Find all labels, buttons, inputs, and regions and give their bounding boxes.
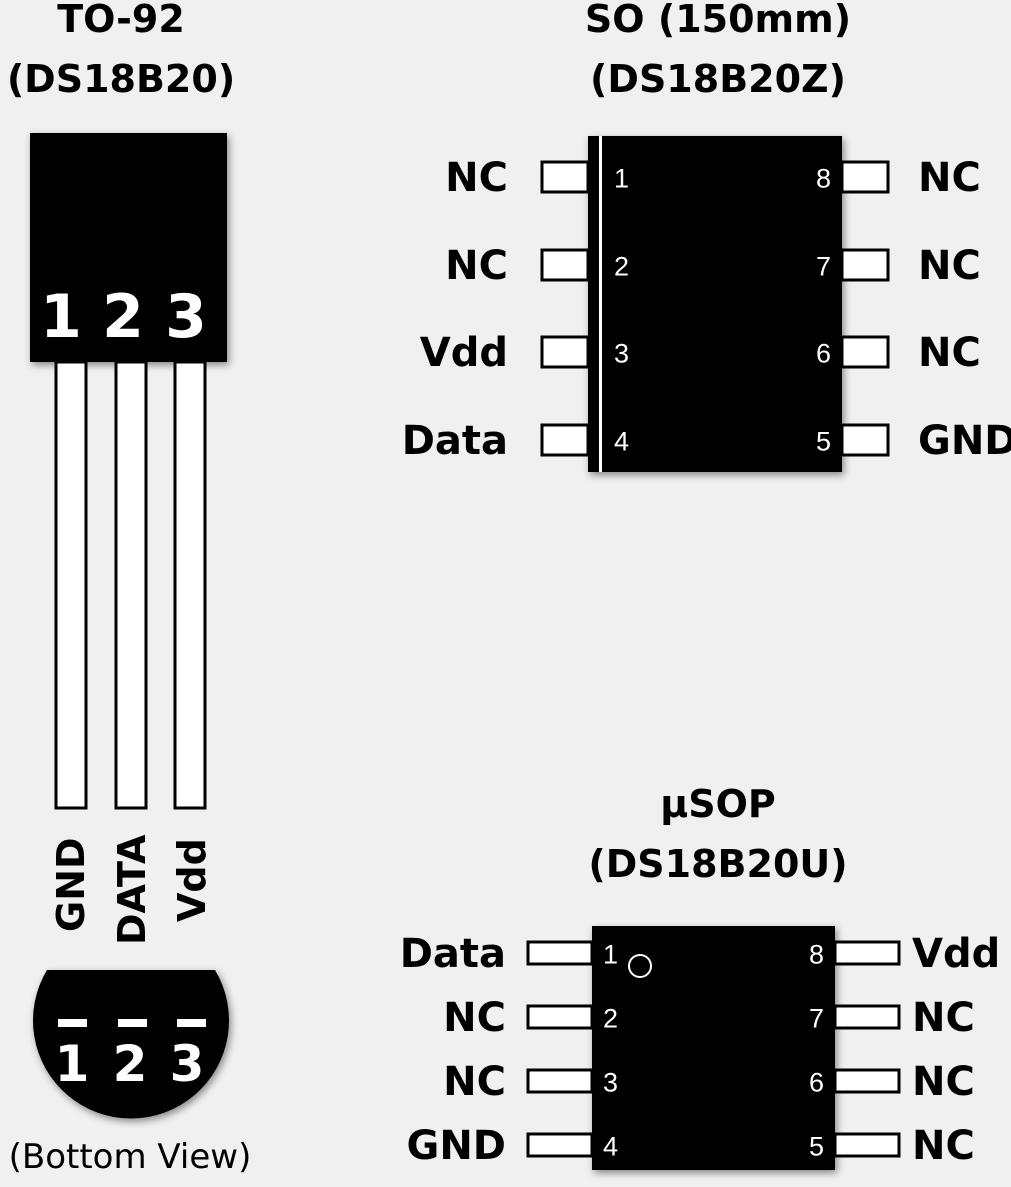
so-pin-label: NC [445, 243, 508, 289]
usop-pin-number: 7 [809, 1003, 824, 1033]
bottom-view-caption: (Bottom View) [9, 1137, 252, 1177]
usop-pin-label: Vdd [912, 931, 1000, 977]
so-pin [540, 423, 590, 457]
to92-pin-number: 3 [165, 282, 207, 352]
so-pin-number: 5 [816, 426, 831, 456]
to92-lead-2 [114, 360, 148, 810]
so-pin-label: Data [402, 418, 508, 464]
usop-pin-label: GND [406, 1123, 506, 1169]
usop-pin [833, 1132, 901, 1158]
so-pin-label: GND [918, 418, 1011, 464]
so-pin-number: 1 [614, 163, 629, 193]
so-pin-label: NC [918, 330, 981, 376]
usop-pin-number: 1 [603, 939, 618, 969]
to92-pin-label: DATA [110, 834, 154, 945]
to92-subtitle: (DS18B20) [7, 57, 235, 101]
so-pin-label: NC [445, 155, 508, 201]
usop-pin [833, 940, 901, 966]
usop-pin-number: 3 [603, 1067, 618, 1097]
to92-pin-label: Vdd [170, 838, 214, 922]
usop-pin [526, 1068, 594, 1094]
usop-pin-number: 5 [809, 1131, 824, 1161]
to92-lead-1 [54, 360, 88, 810]
pin-bar [58, 1019, 87, 1027]
usop-subtitle: (DS18B20U) [588, 842, 847, 886]
so-pin-label: Vdd [420, 330, 508, 376]
so-pin-label: NC [918, 155, 981, 201]
usop-pin-number: 6 [809, 1067, 824, 1097]
usop-pin-label: Data [400, 931, 506, 977]
usop-pin [526, 1132, 594, 1158]
to92-package: TO-92 (DS18B20) 1 2 3 GND DATA Vdd 1 2 3… [7, 0, 252, 1177]
bottom-pin-number: 2 [113, 1035, 148, 1093]
usop-pin-label: NC [912, 995, 975, 1041]
bottom-pin-number: 1 [55, 1035, 90, 1093]
so-pin [840, 160, 890, 194]
usop-pin [833, 1068, 901, 1094]
so-pin [540, 248, 590, 282]
bottom-pin-number: 3 [170, 1035, 205, 1093]
usop-pin-number: 8 [809, 939, 824, 969]
so-title: SO (150mm) [585, 0, 851, 41]
to92-bottom-view [33, 970, 230, 1119]
usop-body [592, 926, 835, 1170]
pin-bar [177, 1019, 206, 1027]
so-pin-number: 2 [614, 251, 629, 281]
so-pin [540, 335, 590, 369]
so-pin-number: 8 [816, 163, 831, 193]
to92-body [30, 133, 227, 362]
to92-title: TO-92 [57, 0, 185, 41]
so-pin [840, 335, 890, 369]
so-subtitle: (DS18B20Z) [590, 57, 846, 101]
so-pin-number: 7 [816, 251, 831, 281]
so-pin-number: 6 [816, 338, 831, 368]
to92-pin-number: 1 [40, 282, 82, 352]
to92-pin-number: 2 [102, 282, 144, 352]
usop-pin [526, 940, 594, 966]
usop-pin-number: 2 [603, 1003, 618, 1033]
so-pin-number: 3 [614, 338, 629, 368]
pin-bar [118, 1019, 147, 1027]
usop-pin-label: NC [443, 1059, 506, 1105]
usop-pin [526, 1004, 594, 1030]
usop-pin-label: NC [912, 1059, 975, 1105]
so-pin [540, 160, 590, 194]
to92-lead-3 [173, 360, 207, 810]
usop-pin [833, 1004, 901, 1030]
so-body [588, 136, 842, 472]
usop-pin-number: 4 [603, 1131, 618, 1161]
to92-pin-label: GND [49, 837, 93, 932]
so-pin1-stripe [599, 136, 602, 472]
usop-title: µSOP [660, 782, 775, 826]
pin1-dot-icon [628, 954, 652, 978]
usop-pin-label: NC [443, 995, 506, 1041]
so-pin-label: NC [918, 243, 981, 289]
usop-pin-label: NC [912, 1123, 975, 1169]
so-pin [840, 248, 890, 282]
so-pin [840, 423, 890, 457]
so-pin-number: 4 [614, 426, 629, 456]
